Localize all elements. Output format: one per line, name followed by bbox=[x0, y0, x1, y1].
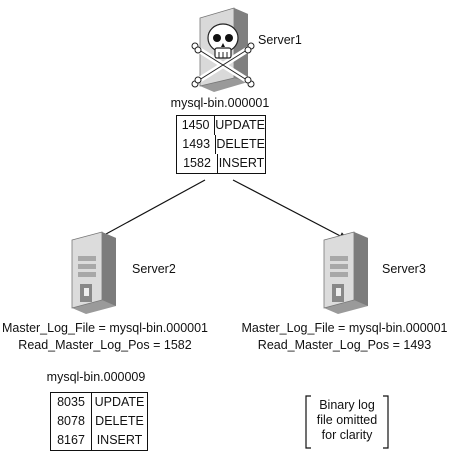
server-icon bbox=[71, 231, 116, 314]
crashed-server-icon bbox=[191, 7, 255, 92]
server3-master-log-file: Master_Log_File = mysql-bin.000001 bbox=[241, 321, 448, 335]
server2-read-master-log-pos: Read_Master_Log_Pos = 1582 bbox=[18, 338, 192, 352]
server1-node bbox=[190, 4, 260, 92]
replication-arrow-server2 bbox=[94, 179, 206, 241]
server3-node bbox=[318, 228, 374, 316]
note-line: for clarity bbox=[321, 428, 373, 442]
note-line: file omitted bbox=[316, 413, 378, 427]
server1-label: Server1 bbox=[258, 33, 302, 47]
crossbones-icon bbox=[191, 42, 255, 88]
server3-binlog-note: Binary log file omitted for clarity bbox=[312, 398, 382, 443]
note-line: Binary log bbox=[319, 398, 375, 412]
server2-node bbox=[66, 228, 122, 316]
skull-icon bbox=[207, 23, 239, 59]
server2-label: Server2 bbox=[132, 262, 176, 276]
note-bracket-right bbox=[383, 395, 389, 449]
server3-label: Server3 bbox=[382, 262, 426, 276]
replication-arrow-server3 bbox=[232, 179, 349, 241]
server-icon bbox=[323, 231, 368, 314]
server1-binlog-name: mysql-bin.000001 bbox=[170, 96, 270, 110]
server3-read-master-log-pos: Read_Master_Log_Pos = 1493 bbox=[257, 338, 432, 352]
server2-master-log-file: Master_Log_File = mysql-bin.000001 bbox=[1, 321, 209, 335]
note-bracket-left bbox=[305, 395, 311, 449]
server2-binlog-name: mysql-bin.000009 bbox=[46, 370, 146, 384]
